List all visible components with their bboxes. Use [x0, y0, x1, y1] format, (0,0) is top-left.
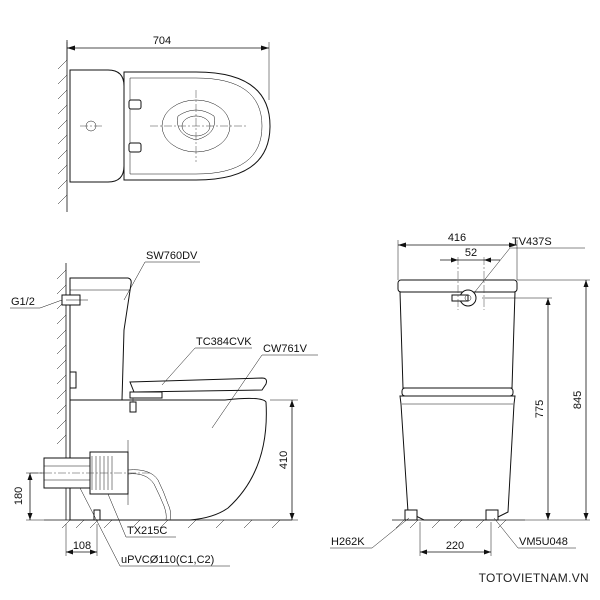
- bowl-label: CW761V: [263, 343, 308, 355]
- top-view: 704: [57, 35, 271, 212]
- front-view: 416 52 775 845 220 TV437S H262K VM5U048: [330, 232, 590, 556]
- wall-offset-dimension: 108: [73, 540, 91, 552]
- watermark-text: TOTOVIETNAM.VN: [479, 571, 589, 585]
- bowl-height-dimension: 410: [278, 451, 290, 469]
- outlet-height-dimension: 180: [13, 487, 25, 505]
- width-dimension: 704: [153, 35, 171, 47]
- fixing-label: VM5U048: [519, 536, 568, 548]
- spacing-dimension: 52: [465, 247, 477, 259]
- tank-label: SW760DV: [146, 250, 198, 262]
- bolt-label: H262K: [331, 536, 365, 548]
- side-view: 180 410 108 SW760DV G1/2 TC384CVK CW761V…: [10, 250, 318, 567]
- total-height-dimension: 845: [572, 391, 584, 409]
- tank-height-dimension: 775: [534, 400, 546, 418]
- front-width-dimension: 416: [448, 232, 466, 244]
- valve-label: TV437S: [512, 236, 552, 248]
- flange-label: TX215C: [127, 525, 167, 537]
- pipe-label: uPVCØ110(C1,C2): [121, 554, 214, 566]
- foot-spacing-dimension: 220: [446, 540, 464, 552]
- seat-label: TC384CVK: [196, 336, 252, 348]
- supply-label: G1/2: [11, 296, 35, 308]
